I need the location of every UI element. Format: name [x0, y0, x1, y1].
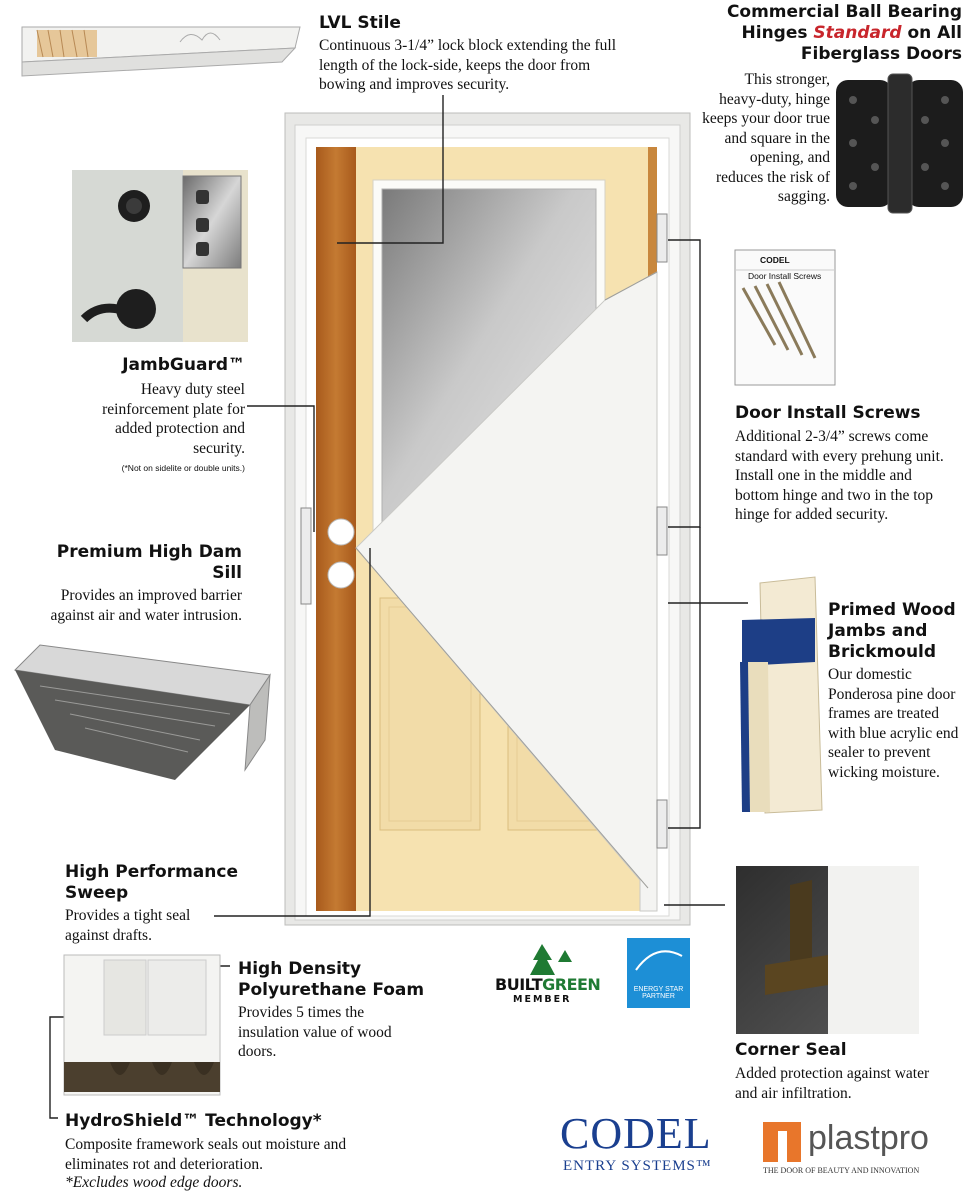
- codel-logo: CODEL: [560, 1109, 712, 1158]
- door-slab: [300, 147, 668, 912]
- primed-body: Our domestic Ponderosa pine door frames …: [828, 666, 959, 781]
- built-green-logo: [530, 944, 572, 975]
- screws-title: Door Install Screws: [735, 403, 921, 423]
- jambguard-note: (*Not on sidelite or double units.): [121, 463, 245, 473]
- standard-emphasis: Standard: [813, 23, 902, 43]
- corner-seal-title: Corner Seal: [735, 1040, 847, 1060]
- jambguard-body: Heavy duty steel reinforcement plate for…: [102, 381, 245, 457]
- corner-seal-body: Added protection against water and air i…: [735, 1065, 930, 1102]
- sweep-body: Provides a tight seal against drafts.: [65, 907, 191, 944]
- screws-card-brand: CODEL: [760, 255, 790, 265]
- sill-body: Provides an improved barrier against air…: [50, 587, 242, 624]
- sill-photo: [13, 644, 271, 780]
- lvl-stile-body: Continuous 3-1/4” lock block extending t…: [319, 37, 617, 93]
- hinges-title: Commercial Ball Bearing Hinges Standard …: [726, 2, 962, 64]
- energy-star-logo: [627, 938, 690, 1008]
- primed-title: Primed Wood Jambs and Brickmould: [828, 600, 956, 662]
- hinge-photo: [836, 73, 963, 214]
- codel-subtitle: ENTRY SYSTEMS™: [563, 1158, 712, 1174]
- sweep-title: High Performance Sweep: [65, 862, 238, 903]
- hinges-body: This stronger, heavy-duty, hinge keeps y…: [702, 71, 830, 205]
- sill-title: Premium High Dam Sill: [56, 542, 242, 583]
- foam-title: High Density Polyurethane Foam: [238, 959, 425, 1000]
- lvl-stile-title: LVL Stile: [319, 13, 401, 33]
- foam-photo: [63, 954, 221, 1096]
- plastpro-tagline: THE DOOR OF BEAUTY AND INNOVATION: [763, 1166, 920, 1175]
- plastpro-logo-mark: [763, 1122, 801, 1162]
- jambguard-title: JambGuard™: [122, 355, 245, 375]
- primed-jamb-photo: [740, 576, 823, 814]
- lvl-stile-photo: [21, 26, 301, 77]
- jambguard-photo: [72, 170, 248, 342]
- hydroshield-title: HydroShield™ Technology*: [65, 1111, 322, 1131]
- screws-card: [734, 249, 836, 386]
- built-green-member: MEMBER: [513, 994, 572, 1005]
- screws-body: Additional 2-3/4” screws come standard w…: [735, 428, 944, 523]
- screws-card-title: Door Install Screws: [748, 271, 822, 281]
- built-green-text: BUILTGREEN: [495, 975, 601, 994]
- hydroshield-body: Composite framework seals out moisture a…: [65, 1136, 347, 1173]
- plastpro-wordmark: plastpro: [808, 1119, 929, 1157]
- foam-body: Provides 5 times the insulation value of…: [238, 1004, 392, 1060]
- corner-seal-photo: [736, 866, 919, 1034]
- hydroshield-note: *Excludes wood edge doors.: [65, 1174, 243, 1191]
